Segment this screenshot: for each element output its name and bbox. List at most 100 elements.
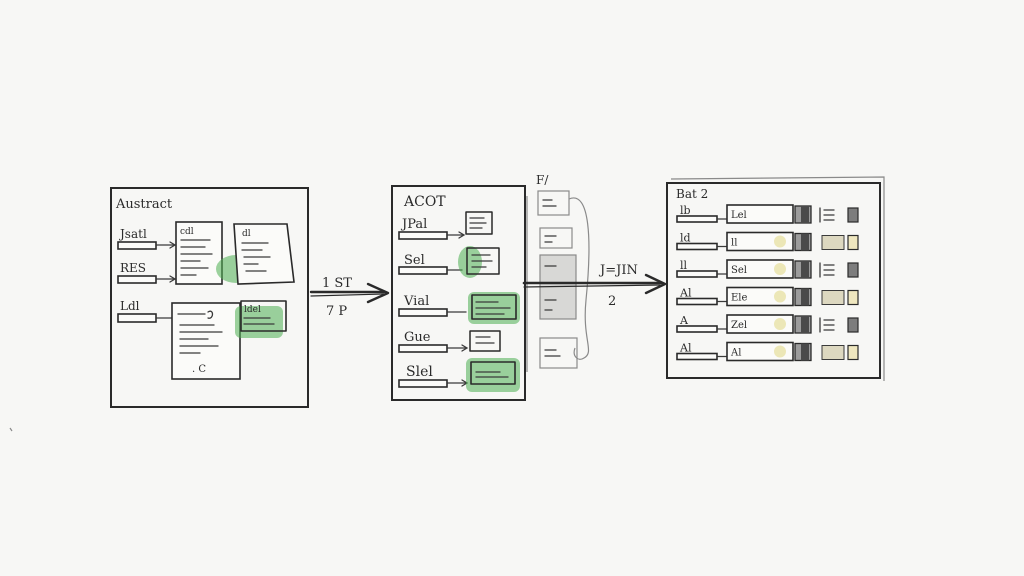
doc-caption: ldel [244,305,261,315]
acot-row-card [465,211,493,235]
panel-abstract-title: Austract [115,197,173,212]
arrow-step-2: J=JIN 2 [522,263,667,309]
cell-lines [544,235,557,243]
acot-row-arrow [447,344,469,352]
arrow-head [644,273,667,295]
highlight-dot [774,345,786,358]
doc-sheet [171,302,241,380]
acot-row-label: Sel [404,253,425,268]
result-row-label: lb [680,204,691,217]
result-row-box [676,352,718,361]
cell-lines [544,349,561,357]
acot-row-5: Slel [398,358,520,392]
acot-row-3: Vial [398,292,520,324]
abstract-doc-a: cdl [175,221,223,285]
column-top-label: F/ [536,173,549,187]
result-swatch-shade [801,343,809,361]
highlight-dot [774,263,786,275]
result-row-label: A [679,314,689,327]
abstract-row-box [117,241,157,250]
acot-row-1: JPal [398,211,493,240]
result-row-box [676,297,718,306]
panel-result-title: Bat 2 [676,187,708,201]
highlight-dot [774,235,786,248]
result-row-box [676,270,718,278]
acot-row-label: Gue [404,330,431,345]
result-row-box [676,215,718,223]
card-lines [471,254,493,268]
result-end-mark [847,344,859,361]
abstract-doc-b: dl [216,223,295,285]
arrow-step-1: 1 ST 7 P [309,276,390,319]
acot-row-2: Sel [398,246,500,278]
highlight-mark [458,246,482,278]
result-swatch-light [821,345,845,360]
doc-caption: . C [192,364,206,375]
arrow-1-bottom-label: 7 P [326,304,347,319]
stray-mark [9,427,13,432]
acot-row-label: Slel [406,364,433,380]
acot-row-card [469,330,501,352]
arrow-shaft-echo [310,293,385,297]
panel-acot: ACOT JPal Sel Vial Gue [391,185,526,401]
result-end-mark [847,289,859,306]
column-cell [539,227,573,249]
acot-row-4: Gue [398,330,501,353]
card-lines [475,301,511,315]
result-cell-label: Al [730,348,741,359]
abstract-row-box [117,275,157,284]
cell-lines [544,265,557,311]
abstract-row-box [117,313,157,323]
doc-lines [179,324,223,354]
intermediate-column: F/ [526,173,590,372]
column-bracket [568,197,590,360]
abstract-row-1: Jsatl [117,227,177,250]
panel-acot-title: ACOT [403,194,446,210]
arrow-shaft-echo [523,284,661,288]
abstract-row-2: RES [117,261,177,284]
highlight-dot [774,318,786,330]
card-lines [475,371,509,378]
cell-lines [542,199,557,207]
result-row-box [676,325,718,333]
acot-row-box [398,231,448,240]
acot-row-arrow [447,379,469,387]
acot-row-box [398,266,448,275]
result-list-icon [819,207,835,223]
card-lines [475,336,495,344]
arrow-head [366,282,390,304]
abstract-row-label: RES [120,261,146,275]
doc-caption: cdl [180,227,194,237]
result-row-label: ld [680,232,691,245]
result-row-box [676,242,718,251]
abstract-row-label: Jsatl [118,227,147,241]
column-cell [539,337,578,369]
result-end-mark [847,234,859,251]
arrow-2-bottom-label: 2 [608,294,616,309]
doc-lines [243,317,275,325]
arrow-1-top-label: 1 ST [322,276,352,291]
acot-row-card [466,247,500,275]
column-cell [537,190,570,216]
doc-sheet [240,300,287,332]
acot-row-label: JPal [400,217,427,232]
result-row-label: Al [679,287,692,300]
result-list-icon [819,262,835,278]
panel-abstract: Austract Jsatl RES Ldl cdl [110,187,309,408]
result-swatch-shade [801,261,809,278]
highlight-mark [235,306,283,338]
result-swatch-shade [801,206,809,223]
result-end-mark [847,207,859,223]
acot-row-arrow [447,231,466,239]
result-list-icon [819,317,835,333]
doc-lines [241,242,271,272]
doc-sheet [233,223,295,285]
